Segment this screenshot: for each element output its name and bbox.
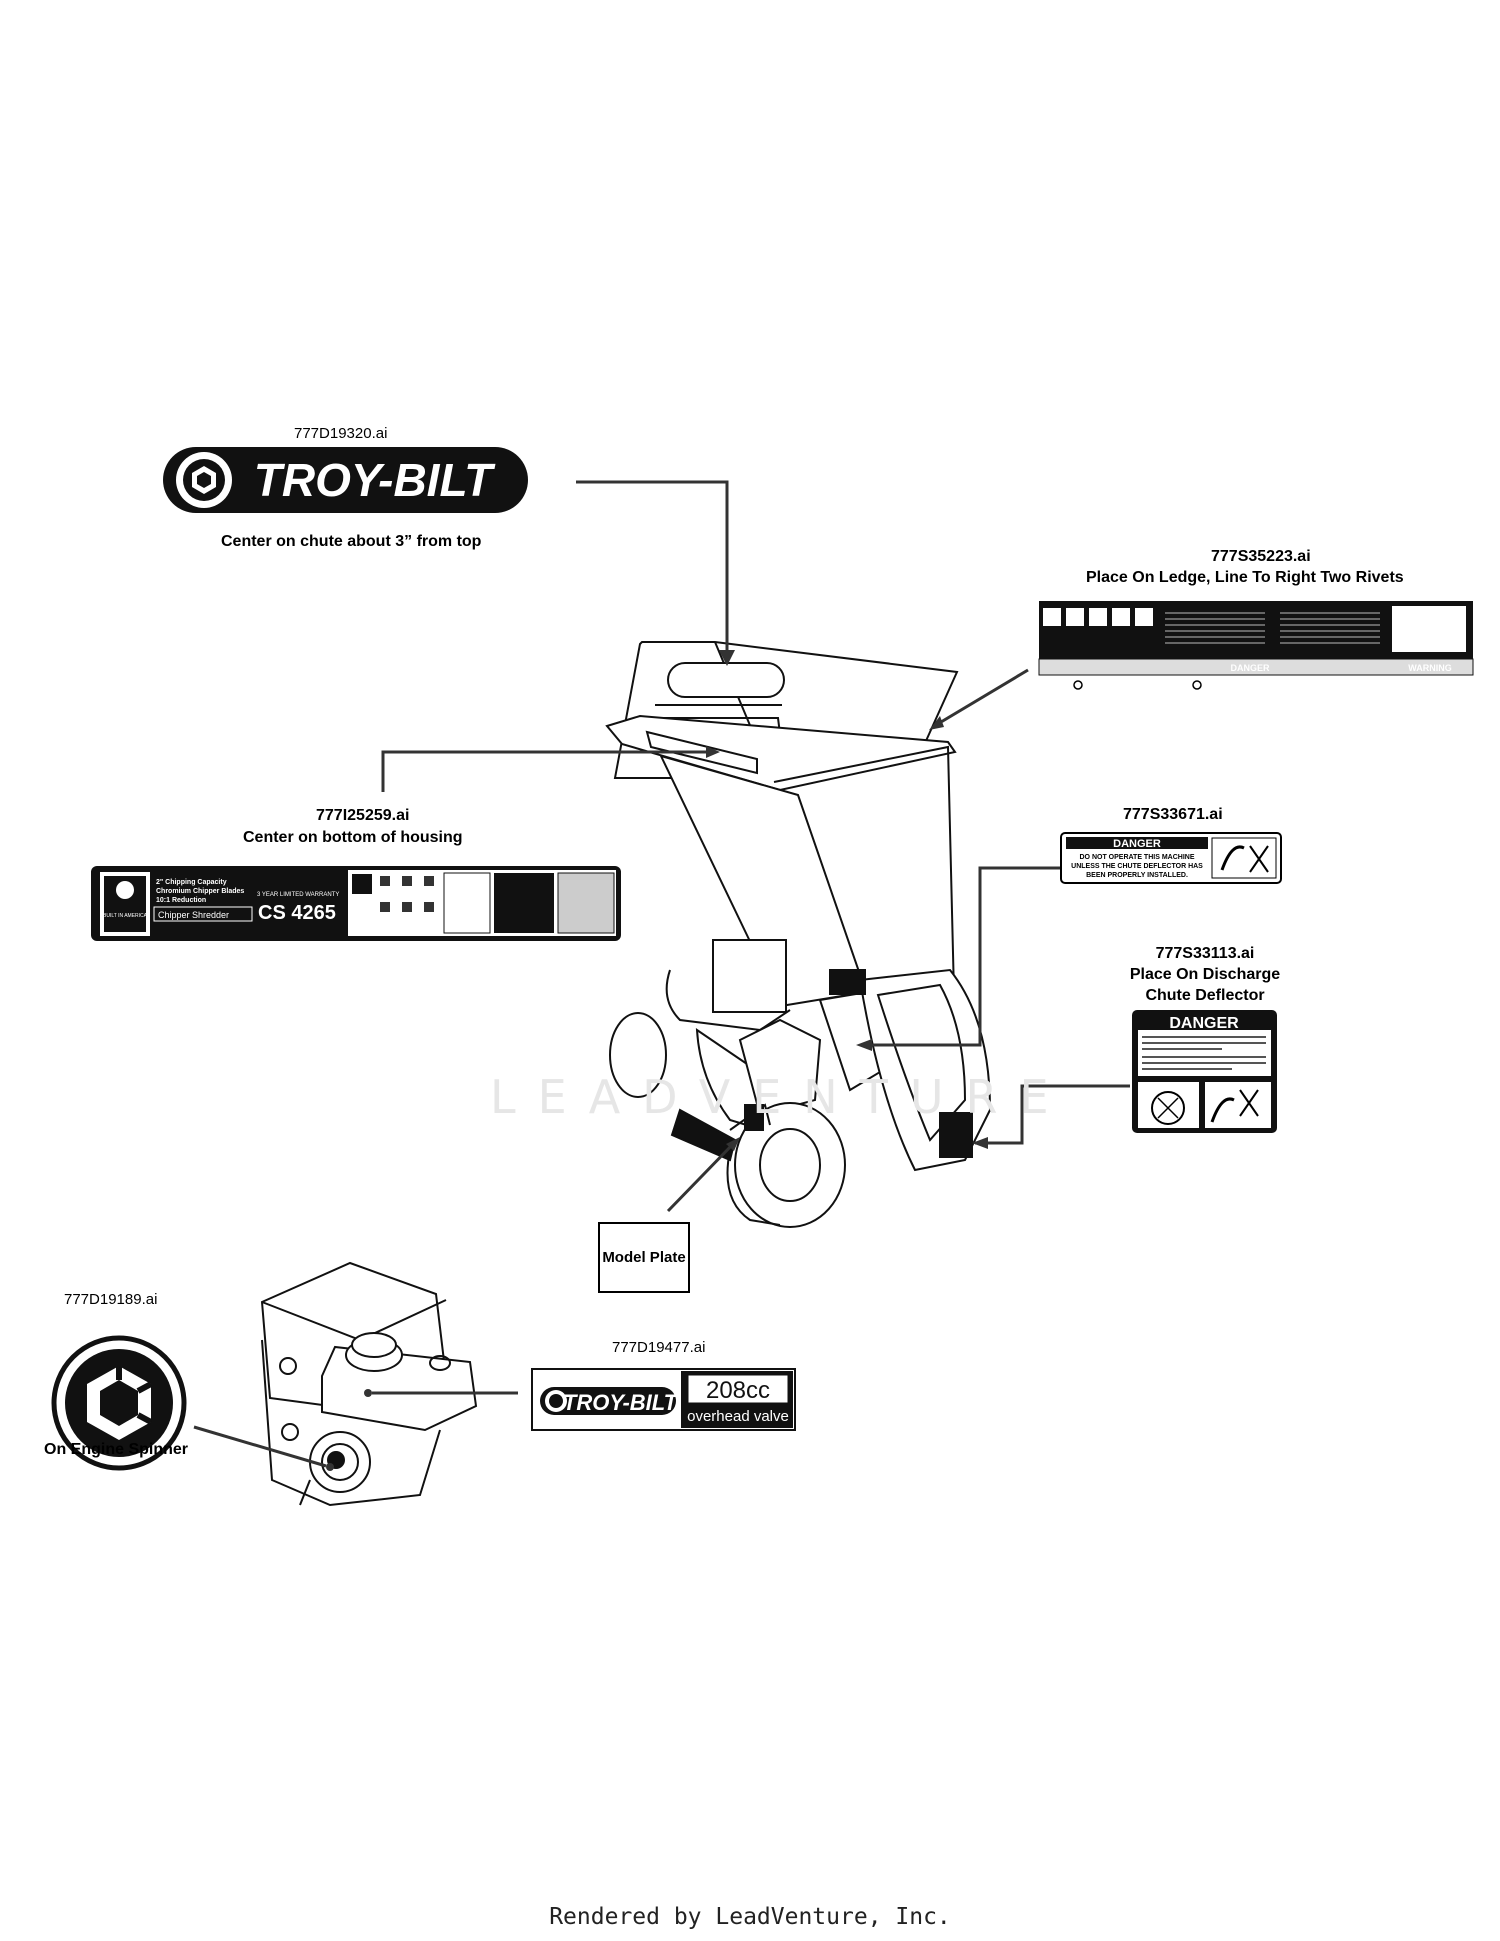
housing-decal: BUILT IN AMERICA 2" Chipping Capacity Ch… bbox=[91, 866, 621, 941]
engine-displacement: 208cc bbox=[706, 1377, 770, 1404]
ledge-decal: DANGER WARNING bbox=[1038, 601, 1474, 690]
housing-badge-text: BUILT IN AMERICA bbox=[103, 913, 148, 919]
discharge-danger-heading: DANGER bbox=[1169, 1015, 1239, 1032]
label-code-777s35223: 777S35223.ai bbox=[1211, 548, 1311, 565]
troybilt-logo-decal: TROY-BILT bbox=[163, 447, 528, 513]
label-spinner-instruction: On Engine Spinner bbox=[44, 1441, 189, 1458]
ledge-decal-danger-text: DANGER bbox=[1230, 663, 1270, 673]
engine-drawing bbox=[260, 1261, 478, 1507]
model-plate-box: Model Plate bbox=[598, 1222, 690, 1293]
label-code-777d19320: 777D19320.ai bbox=[294, 425, 388, 442]
label-code-777d19477: 777D19477.ai bbox=[612, 1339, 706, 1356]
label-code-777d19189: 777D19189.ai bbox=[64, 1291, 158, 1308]
label-discharge-instruction-2: Chute Deflector bbox=[1145, 987, 1265, 1004]
housing-warranty: 3 YEAR LIMITED WARRANTY bbox=[257, 892, 339, 898]
label-code-777s33671: 777S33671.ai bbox=[1123, 806, 1223, 823]
chipper-shredder-drawing bbox=[605, 641, 992, 1228]
housing-spec-1: 2" Chipping Capacity bbox=[156, 879, 227, 886]
label-discharge-instruction-1: Place On Discharge bbox=[1129, 966, 1281, 983]
footer-credit: Rendered by LeadVenture, Inc. bbox=[549, 1904, 951, 1930]
label-code-777s33113: 777S33113.ai bbox=[1155, 945, 1255, 962]
engine-208cc-decal: 208cc overhead valve TROY-BILT bbox=[531, 1368, 796, 1431]
engine-spinner-decal bbox=[51, 1335, 187, 1471]
small-danger-line2: UNLESS THE CHUTE DEFLECTOR HAS bbox=[1071, 863, 1203, 870]
small-danger-line1: DO NOT OPERATE THIS MACHINE bbox=[1080, 854, 1195, 861]
label-chute-instruction: Center on chute about 3” from top bbox=[221, 533, 482, 550]
leader-lines bbox=[193, 480, 1130, 1468]
discharge-danger-decal: DANGER bbox=[1132, 1010, 1277, 1133]
label-housing-instruction: Center on bottom of housing bbox=[243, 829, 463, 846]
troybilt-logo-text: TROY-BILT bbox=[254, 454, 496, 506]
deflector-danger-decal: DANGER DO NOT OPERATE THIS MACHINE UNLES… bbox=[1060, 832, 1282, 884]
small-danger-line3: BEEN PROPERLY INSTALLED. bbox=[1086, 872, 1188, 879]
ledge-decal-warning-text: WARNING bbox=[1408, 663, 1452, 673]
housing-spec-3: 10:1 Reduction bbox=[156, 897, 206, 904]
housing-product-name: Chipper Shredder bbox=[158, 910, 229, 920]
engine-valve-text: overhead valve bbox=[687, 1408, 789, 1425]
small-danger-heading: DANGER bbox=[1113, 838, 1161, 850]
leader-arrowheads bbox=[326, 650, 988, 1471]
housing-model: CS 4265 bbox=[258, 902, 336, 924]
label-code-777i25259: 777I25259.ai bbox=[316, 807, 410, 824]
engine-decal-logo: TROY-BILT bbox=[563, 1390, 679, 1415]
housing-spec-2: Chromium Chipper Blades bbox=[156, 888, 244, 895]
label-ledge-instruction: Place On Ledge, Line To Right Two Rivets bbox=[1086, 569, 1404, 586]
watermark: LEADVENTURE bbox=[490, 1070, 1071, 1124]
model-plate-label: Model Plate bbox=[602, 1249, 686, 1266]
